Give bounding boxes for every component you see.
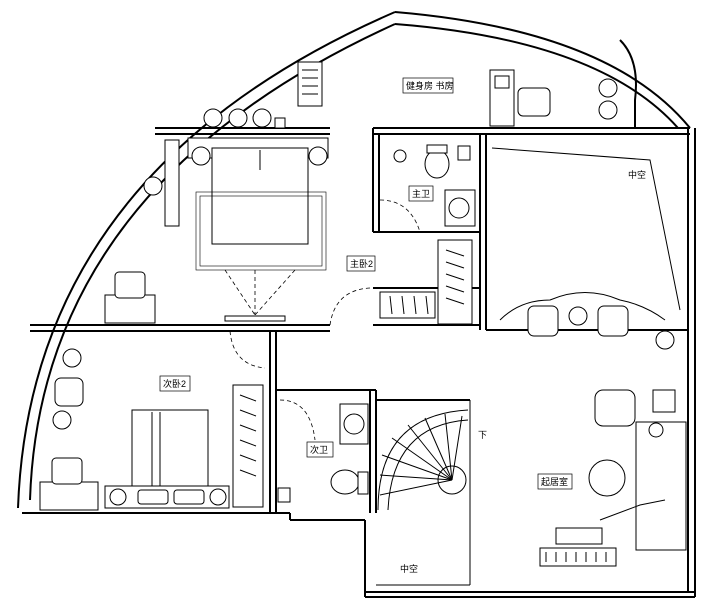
sofa — [635, 421, 687, 551]
plant-icon — [598, 100, 618, 120]
toilet — [424, 149, 450, 179]
room-labels: 健身房 书房 主卫 主卧2 次卧2 次卫 起居室 中空 中空 下 — [159, 77, 646, 574]
piano — [539, 547, 617, 567]
label-void-lower: 中空 — [400, 563, 418, 574]
treadmill — [297, 61, 323, 107]
spiral-stair — [376, 400, 471, 586]
figure-sketch — [599, 499, 666, 521]
lamp-icon — [652, 389, 676, 413]
armchair — [597, 305, 629, 337]
chair — [114, 271, 146, 299]
label-second-bedroom-text: 次卧2 — [163, 378, 186, 389]
armchair — [527, 305, 559, 337]
label-living-room-text: 起居室 — [541, 476, 568, 487]
interior-walls — [30, 39, 690, 513]
lamp-icon — [308, 146, 328, 166]
label-living-room: 起居室 — [537, 473, 573, 490]
door-swing — [329, 287, 371, 326]
plant-icon — [143, 176, 163, 196]
label-second-bedroom: 次卧2 — [159, 375, 191, 392]
door-swing — [229, 330, 266, 369]
desk — [39, 481, 99, 511]
shower-icon — [393, 149, 407, 163]
lamp-icon — [209, 488, 227, 506]
rug — [195, 191, 327, 271]
tv-console — [224, 315, 286, 322]
label-study: 健身房 书房 — [402, 77, 454, 94]
coffee-table — [588, 459, 626, 497]
outer-walls — [17, 11, 696, 598]
doors — [229, 199, 421, 441]
armchair — [54, 377, 84, 407]
label-master-bedroom: 主卧2 — [346, 255, 376, 272]
chair — [517, 87, 551, 117]
ottoman — [594, 389, 636, 427]
label-master-bath-text: 主卫 — [412, 188, 430, 199]
master-bath-fixtures — [393, 144, 476, 227]
label-study-text: 健身房 书房 — [406, 80, 454, 91]
toilet — [330, 469, 360, 495]
label-second-bath: 次卫 — [306, 441, 334, 458]
label-master-bedroom-text: 主卧2 — [350, 258, 373, 269]
stair-outline — [377, 409, 469, 511]
plant-icon — [62, 348, 82, 368]
label-second-bath-text: 次卫 — [310, 444, 328, 455]
label-stair-down: 下 — [478, 430, 487, 440]
lamp-icon — [191, 146, 211, 166]
second-bath-fixtures — [277, 403, 369, 503]
plant-icon — [655, 330, 675, 350]
label-void-upper: 中空 — [628, 169, 646, 180]
second-bedroom-furniture — [39, 348, 264, 511]
lamp-icon — [52, 410, 72, 430]
wardrobe — [232, 384, 264, 508]
study-furniture — [203, 61, 618, 129]
wardrobe — [437, 239, 473, 325]
second-bed — [131, 409, 209, 489]
plant-icon — [203, 108, 223, 128]
door-swing — [279, 399, 316, 441]
chair — [51, 457, 83, 485]
master-bedroom-furniture — [104, 137, 329, 324]
vanity — [104, 294, 156, 324]
side-table — [568, 306, 588, 326]
void-outline-upper — [491, 147, 681, 321]
desk — [489, 69, 515, 127]
door-swing — [379, 199, 421, 233]
living-room-furniture — [527, 305, 687, 567]
plant-icon — [228, 108, 248, 128]
master-closet — [379, 239, 473, 325]
plant-icon — [252, 108, 272, 128]
lamp-icon — [109, 488, 127, 506]
label-master-bath: 主卫 — [408, 185, 434, 202]
plant-icon — [598, 78, 618, 98]
